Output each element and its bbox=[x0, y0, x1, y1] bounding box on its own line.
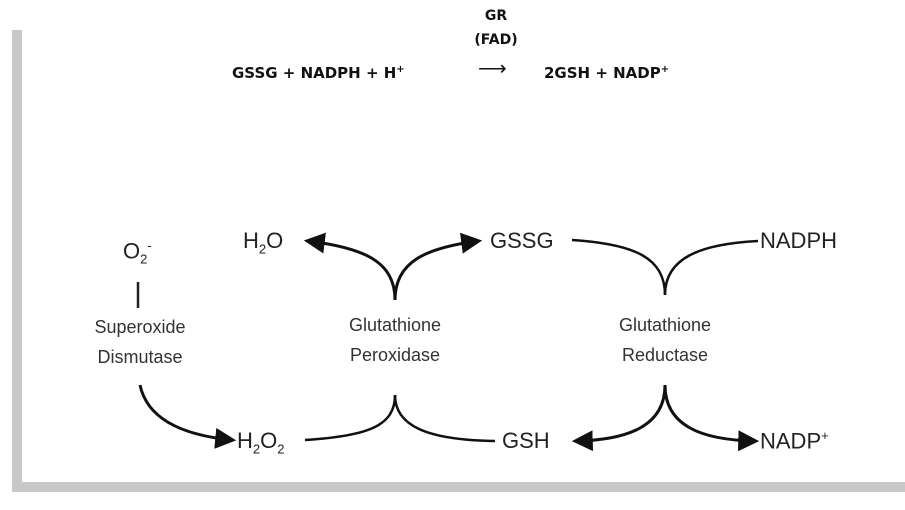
h2o2-sub1: 2 bbox=[252, 441, 261, 457]
gr-line-nadph bbox=[663, 239, 759, 296]
gsh-label: GSH bbox=[502, 428, 550, 453]
hydrogen-peroxide-label: H2O2 bbox=[237, 428, 284, 456]
enzyme-gpx: Glutathione Peroxidase bbox=[315, 310, 475, 370]
frame-bottom-border bbox=[12, 482, 905, 492]
h2o2-o: O bbox=[260, 428, 278, 453]
superoxide-sub: 2 bbox=[140, 251, 148, 267]
gr-arrow-nadp bbox=[663, 384, 760, 452]
gr-arrow-gsh bbox=[571, 384, 667, 452]
water-label: H2O bbox=[243, 228, 283, 256]
gr-line1: Glutathione bbox=[618, 315, 712, 335]
nadp-text: NADP bbox=[760, 428, 822, 454]
water-o: O bbox=[266, 228, 284, 253]
equation-left-charge: + bbox=[396, 64, 405, 75]
gpx-line-h2o2 bbox=[304, 394, 397, 442]
equation-enzyme-fad: (FAD) bbox=[474, 32, 518, 48]
gpx-arrow-h2o bbox=[303, 232, 397, 301]
equation-right: 2GSH + NADP+ bbox=[544, 64, 669, 82]
frame-left-border bbox=[12, 30, 22, 492]
gssg-label: GSSG bbox=[490, 228, 554, 253]
equation-left: GSSG + NADPH + H+ bbox=[232, 64, 405, 82]
equation-right-charge: + bbox=[660, 64, 670, 75]
nadp-charge: + bbox=[821, 428, 829, 443]
h2o2-h: H bbox=[237, 428, 253, 453]
gpx-line1: Glutathione bbox=[348, 315, 442, 335]
water-sub: 2 bbox=[258, 241, 267, 257]
nadph-label: NADPH bbox=[760, 228, 838, 253]
sod-line1: Superoxide bbox=[94, 317, 186, 337]
h2o2-sub2: 2 bbox=[277, 441, 285, 457]
sod-arrow bbox=[138, 384, 237, 449]
equation-enzyme-gr: GR bbox=[484, 8, 508, 24]
superoxide-o: O bbox=[123, 238, 141, 264]
gpx-arrow-gssg bbox=[393, 232, 483, 301]
gpx-line-gsh bbox=[393, 394, 496, 443]
sod-line2: Dismutase bbox=[97, 347, 183, 367]
water-h: H bbox=[243, 228, 259, 253]
enzyme-gr: Glutathione Reductase bbox=[585, 310, 745, 370]
enzyme-sod: Superoxide Dismutase bbox=[60, 312, 220, 372]
equation-left-text: GSSG + NADPH + H bbox=[232, 64, 397, 82]
superoxide-label: O2- bbox=[123, 238, 152, 267]
superoxide-charge: - bbox=[147, 238, 152, 253]
gpx-line2: Peroxidase bbox=[349, 345, 441, 365]
equation-right-text: 2GSH + NADP bbox=[544, 64, 661, 82]
equation-arrow: ⟶ bbox=[478, 58, 507, 80]
gr-line2: Reductase bbox=[621, 345, 709, 365]
gr-line-gssg bbox=[571, 238, 667, 296]
nadp-label: NADP+ bbox=[760, 428, 829, 454]
